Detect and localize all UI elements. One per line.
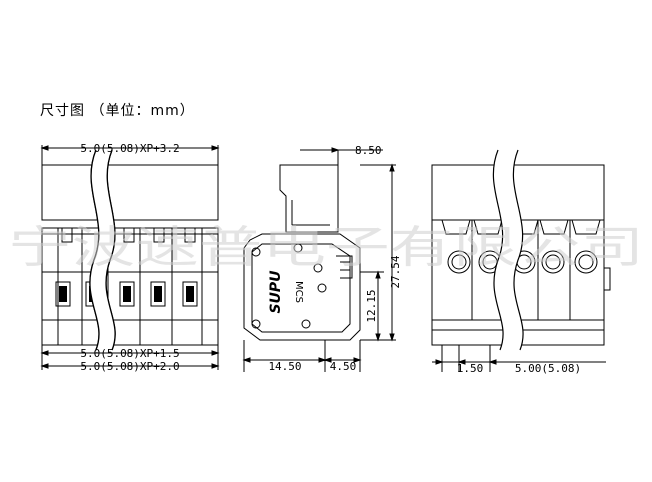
dim-side-bottom-right: 4.50: [330, 360, 357, 373]
side-screw-hole: [251, 319, 261, 329]
dim-side-bottom-left: 14.50: [268, 360, 301, 373]
rear-screw: [447, 250, 471, 274]
rear-screw: [574, 250, 598, 274]
side-view: [242, 147, 396, 372]
dim-side-top: 8.50: [355, 144, 382, 157]
dim-side-height: 27.54: [389, 255, 402, 288]
front-view: [40, 145, 220, 370]
side-screw-hole: [251, 247, 261, 257]
front-window: [55, 281, 71, 307]
dim-side-mid-height: 12.15: [365, 289, 378, 322]
break-line: [512, 149, 524, 351]
front-notch: [153, 227, 165, 243]
side-logo: SUPU: [268, 270, 284, 314]
front-window: [119, 281, 135, 307]
side-body: [243, 233, 361, 341]
front-top-housing: [41, 164, 219, 221]
watermark: 宁波速普电子有限公司: [8, 222, 644, 273]
dim-front-bottom-1: 5.0(5.08)XP+1.5: [80, 347, 179, 360]
rear-screw: [541, 250, 565, 274]
dim-rear-pitch: 5.00(5.08): [515, 362, 581, 375]
break-line: [492, 149, 504, 351]
front-window: [182, 281, 198, 307]
dim-front-top: 5.0(5.08)XP+3.2: [80, 142, 179, 155]
dim-rear-left: 1.50: [457, 362, 484, 375]
drawing-title: 尺寸图 （单位：mm）: [40, 103, 195, 119]
rear-view: [431, 149, 611, 372]
front-notch: [184, 227, 196, 243]
front-notch: [123, 227, 135, 243]
side-model-text: MCS: [293, 281, 304, 303]
front-window: [150, 281, 166, 307]
dim-front-bottom-2: 5.0(5.08)XP+2.0: [80, 360, 179, 373]
front-notch: [61, 227, 73, 243]
